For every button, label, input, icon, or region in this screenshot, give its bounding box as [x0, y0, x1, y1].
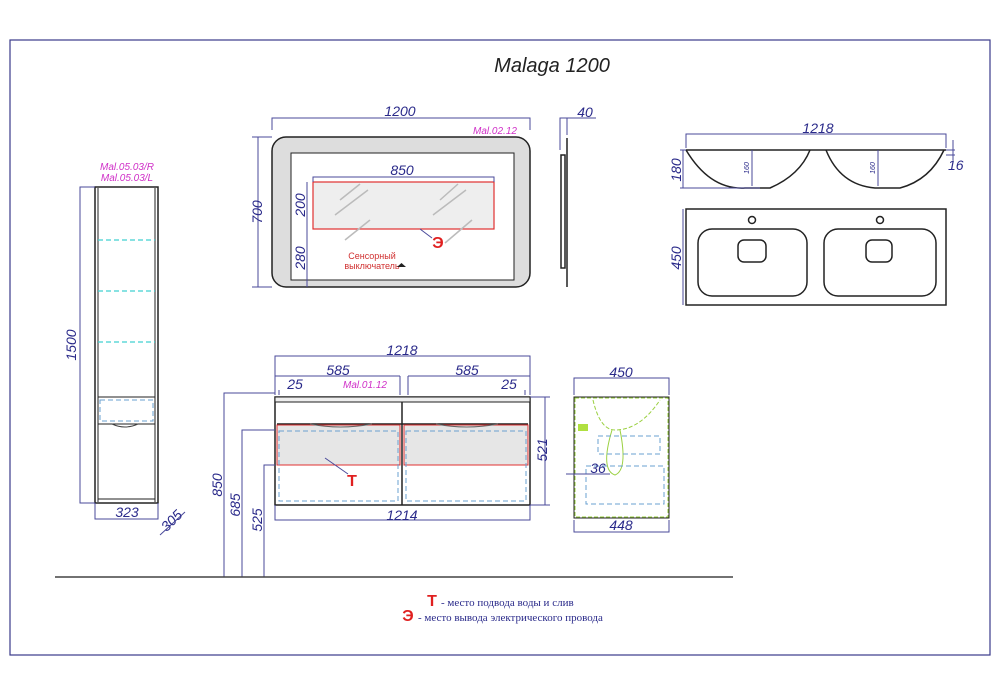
- tall-model-r-label: Mal.05.03/R: [100, 162, 154, 173]
- tall-cabinet-view: Mal.05.03/R Mal.05.03/L 1500 323 305: [63, 162, 186, 536]
- sensor-label-2: выключатель: [344, 261, 400, 271]
- vanity-offset-left-label: 25: [286, 376, 303, 392]
- tall-depth-label: 305: [158, 506, 186, 534]
- drawer-right: [403, 424, 529, 466]
- vanity-section-right-label: 585: [455, 362, 479, 378]
- side-depth-top-label: 450: [609, 364, 633, 380]
- tall-height-label: 1500: [63, 329, 79, 360]
- lamp-width-label: 850: [390, 162, 414, 178]
- lamp-height-label: 200: [292, 193, 308, 218]
- vanity-front-view: Т 1218 585 585 25 25 Mal.01.12 521 1214 …: [209, 342, 550, 577]
- tall-width-label: 323: [115, 504, 139, 520]
- lamp-offset-label: 280: [292, 246, 308, 271]
- sink-width-label: 1218: [802, 120, 833, 136]
- sink-rim-label: 16: [948, 157, 964, 173]
- drawing-frame: [9, 39, 991, 656]
- legend-t-mark: Т: [427, 593, 437, 610]
- drawing-title: Malaga 1200: [494, 55, 610, 77]
- socket-icon: [578, 424, 588, 431]
- sink-side-view: 1218 180 16 160 160: [668, 120, 964, 189]
- vanity-height-label: 521: [534, 438, 550, 461]
- legend-t-text: - место подвода воды и слив: [441, 597, 574, 609]
- electric-mark: Э: [432, 235, 443, 252]
- vanity-width-bottom-label: 1214: [386, 507, 417, 523]
- legend: Т - место подвода воды и слив Э - место …: [402, 593, 603, 625]
- legend-e-mark: Э: [402, 608, 413, 625]
- sensor-switch-icon: [397, 263, 406, 267]
- mirror-front-view: 1200 700 850 200 280 Mal.02.12 Э Сенсорн…: [249, 103, 531, 288]
- bowl-depth-left: 160: [744, 162, 751, 174]
- mount-850-label: 850: [209, 473, 225, 497]
- side-depth-bottom-label: 448: [609, 517, 633, 533]
- drawer-left: [276, 424, 401, 466]
- bowl-depth-right: 160: [870, 162, 877, 174]
- vanity-side-view: 450 448 36: [566, 364, 670, 533]
- vanity-section-left-label: 585: [326, 362, 350, 378]
- mirror-width-label: 1200: [384, 103, 415, 119]
- side-offset-label: 36: [590, 460, 606, 476]
- sink-top-view: 450: [668, 208, 947, 306]
- vanity-model-label: Mal.01.12: [343, 380, 387, 391]
- legend-e-text: - место вывода электрического провода: [418, 612, 603, 624]
- mirror-depth-label: 40: [577, 104, 593, 120]
- sink-height-label: 180: [668, 158, 684, 182]
- sensor-label-1: Сенсорный: [348, 251, 396, 261]
- sink-depth-label: 450: [668, 246, 684, 270]
- vanity-width-top-label: 1218: [386, 342, 417, 358]
- mirror-model-label: Mal.02.12: [473, 126, 517, 137]
- vanity-offset-right-label: 25: [500, 376, 517, 392]
- mount-685-label: 685: [227, 493, 243, 517]
- mirror-side-view: 40: [559, 104, 596, 287]
- mirror-height-label: 700: [249, 200, 265, 224]
- tall-model-l-label: Mal.05.03/L: [101, 173, 153, 184]
- mirror-lamp: [312, 181, 495, 230]
- water-mark: Т: [347, 473, 357, 490]
- mount-525-label: 525: [249, 508, 265, 532]
